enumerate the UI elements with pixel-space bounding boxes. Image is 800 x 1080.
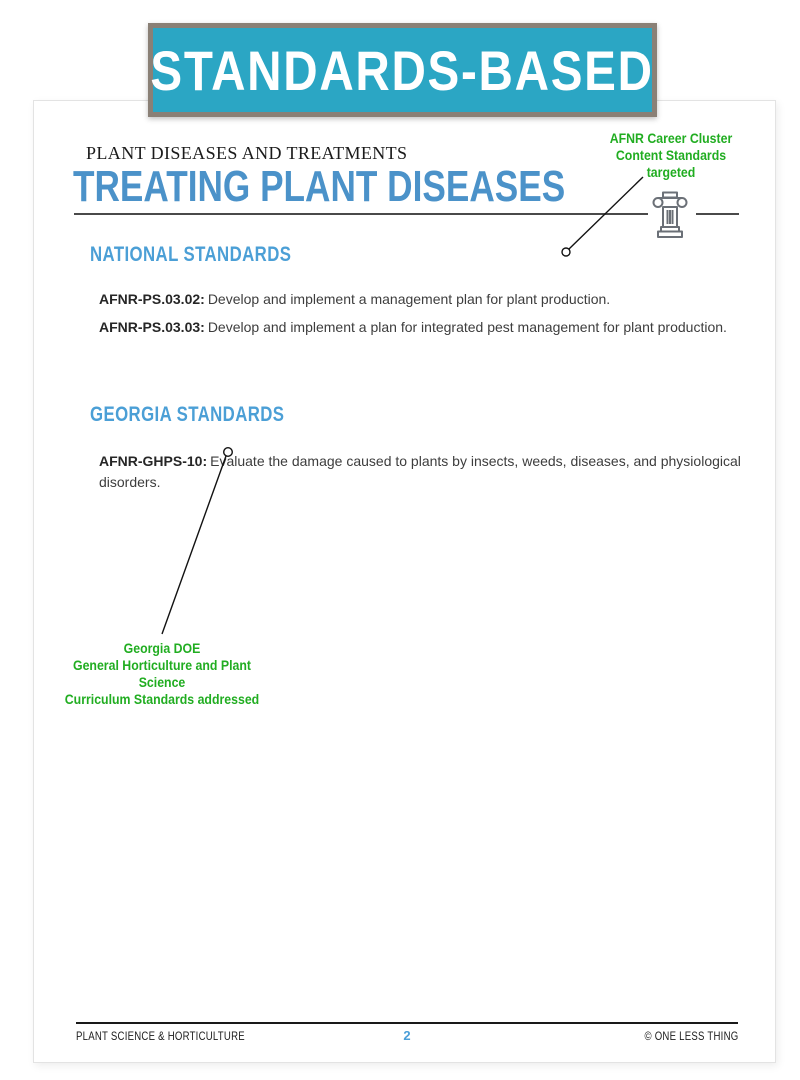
standard-code: AFNR-GHPS-10: — [99, 453, 208, 469]
standard-item: AFNR-GHPS-10:Evaluate the damage caused … — [99, 451, 767, 493]
document-page: PLANT DISEASES AND TREATMENTS TREATING P… — [33, 100, 776, 1063]
title-divider-left — [74, 213, 648, 215]
standards-based-banner: STANDARDS-BASED — [148, 23, 657, 117]
title-divider-right — [696, 213, 739, 215]
standard-text: Develop and implement a plan for integra… — [207, 319, 727, 335]
standard-item: AFNR-PS.03.03:Develop and implement a pl… — [99, 317, 767, 338]
document-eyebrow: PLANT DISEASES AND TREATMENTS — [86, 143, 408, 163]
footer-divider — [76, 1022, 738, 1024]
annotation-afnr-standards: AFNR Career Cluster Content Standards ta… — [609, 130, 733, 180]
banner-label: STANDARDS-BASED — [150, 38, 655, 102]
standard-item: AFNR-PS.03.02:Develop and implement a ma… — [99, 289, 767, 310]
standard-text: Evaluate the damage caused to plants by … — [99, 453, 741, 490]
section-heading-national: NATIONAL STANDARDS — [90, 243, 292, 266]
page-footer: PLANT SCIENCE & HORTICULTURE 2 © ONE LES… — [76, 1028, 738, 1044]
standard-text: Develop and implement a management plan … — [207, 291, 611, 307]
footer-copyright-label: © ONE LESS THING — [644, 1029, 738, 1043]
footer-course-label: PLANT SCIENCE & HORTICULTURE — [76, 1029, 245, 1043]
annotation-georgia-standards: Georgia DOE General Horticulture and Pla… — [64, 640, 260, 707]
standard-code: AFNR-PS.03.03: — [99, 319, 205, 335]
footer-page-number: 2 — [403, 1028, 411, 1043]
standard-code: AFNR-PS.03.02: — [99, 291, 205, 307]
greek-column-icon — [652, 191, 688, 244]
page-title: TREATING PLANT DISEASES — [73, 162, 566, 211]
section-heading-georgia: GEORGIA STANDARDS — [90, 403, 285, 426]
